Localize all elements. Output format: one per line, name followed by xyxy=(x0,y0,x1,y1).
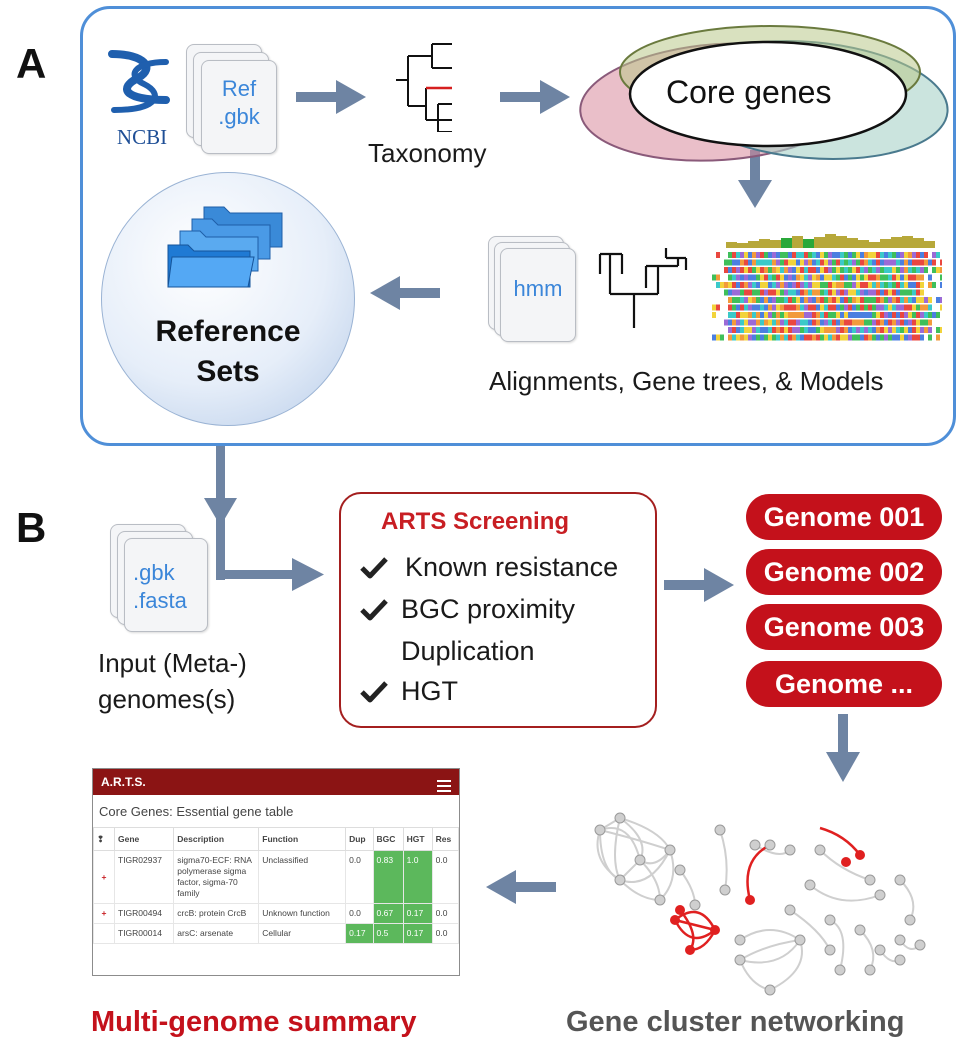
reference-sets-sphere: Reference Sets xyxy=(101,172,355,426)
cell-description: arsC: arsenate xyxy=(173,923,260,944)
genome-pill: Genome 002 xyxy=(746,549,942,595)
arts-app-header: A.R.T.S. xyxy=(93,769,459,795)
ncbi-helix-icon xyxy=(108,50,170,113)
table-row[interactable]: + TIGR02937 sigma70-ECF: RNA polymerase … xyxy=(93,850,459,904)
genome-pill: Genome ... xyxy=(746,661,942,707)
ref-doc-line-1: Ref xyxy=(221,76,257,101)
ncbi-logo: NCBI xyxy=(104,48,180,149)
cell-res: 0.0 xyxy=(431,923,459,944)
hmm-doc-front: hmm xyxy=(500,248,576,342)
expand-row-icon[interactable]: + xyxy=(93,850,115,904)
col-bgc[interactable]: BGC xyxy=(372,827,404,851)
arrow-alignments-to-reference xyxy=(370,276,440,310)
taxonomy-label: Taxonomy xyxy=(368,138,487,168)
cell-bgc: 0.5 xyxy=(372,923,404,944)
cell-gene: TIGR00494 xyxy=(113,903,175,924)
arts-screening-title: ARTS Screening xyxy=(381,508,570,535)
arts-app-title: A.R.T.S. xyxy=(101,775,146,789)
arts-web-screenshot: A.R.T.S. Core Genes: Essential gene tabl… xyxy=(92,768,460,976)
ref-doc-front: Ref .gbk xyxy=(201,60,277,154)
arts-item-hgt: HGT xyxy=(401,676,458,706)
table-row[interactable]: + TIGR00494 crcB: protein CrcB Unknown f… xyxy=(93,903,459,924)
cell-res: 0.0 xyxy=(431,850,459,904)
ncbi-label: NCBI xyxy=(116,125,168,149)
cell-hgt: 1.0 xyxy=(402,850,433,904)
col-info: ❢ xyxy=(93,827,115,851)
arts-item-known-resistance: Known resistance xyxy=(405,552,619,582)
gene-cluster-networking-label: Gene cluster networking xyxy=(566,1006,905,1038)
check-icon xyxy=(360,599,388,621)
panel-a-frame xyxy=(80,6,956,446)
genome-pill: Genome 003 xyxy=(746,604,942,650)
cell-bgc: 0.83 xyxy=(372,850,404,904)
core-genes-venn xyxy=(579,25,949,162)
arts-item-bgc-proximity: BGC proximity xyxy=(401,594,576,624)
gene-tree-icon xyxy=(598,248,688,328)
arrow-reference-to-arts xyxy=(204,446,324,591)
expand-row-icon[interactable]: + xyxy=(93,903,115,924)
check-icon xyxy=(360,681,388,703)
col-hgt[interactable]: HGT xyxy=(402,827,433,851)
col-function[interactable]: Function xyxy=(258,827,347,851)
cell-description: crcB: protein CrcB xyxy=(173,903,260,924)
cell-hgt: 0.17 xyxy=(402,923,433,944)
core-genes-table-title: Core Genes: Essential gene table xyxy=(99,804,294,819)
arrow-ref-to-taxonomy xyxy=(296,80,366,114)
core-genes-label: Core genes xyxy=(666,74,832,110)
arrow-taxonomy-to-core xyxy=(500,80,570,114)
hamburger-menu-icon[interactable] xyxy=(437,775,451,792)
info-icon: ❢ xyxy=(97,833,105,844)
hmm-doc-label: hmm xyxy=(513,276,563,301)
input-doc-front: .gbk .fasta xyxy=(124,538,208,632)
cell-function: Cellular xyxy=(258,923,347,944)
cell-dup: 0.0 xyxy=(345,850,374,904)
ref-doc-line-2: .gbk xyxy=(218,104,260,129)
genome-pill: Genome 001 xyxy=(746,494,942,540)
input-doc-line-2: .fasta xyxy=(133,588,187,613)
cell-dup: 0.0 xyxy=(345,903,374,924)
cell-gene: TIGR02937 xyxy=(113,850,175,904)
arrow-network-to-summary xyxy=(486,870,556,904)
alignments-label: Alignments, Gene trees, & Models xyxy=(489,366,884,396)
table-row[interactable]: TIGR00014 arsC: arsenate Cellular 0.17 0… xyxy=(93,923,459,944)
cell-res: 0.0 xyxy=(431,903,459,924)
input-label-line-2: genomes(s) xyxy=(98,684,236,714)
sequence-alignment-icon xyxy=(712,234,942,341)
input-doc-line-1: .gbk xyxy=(133,560,175,585)
col-gene[interactable]: Gene xyxy=(113,827,175,851)
panel-a-letter: A xyxy=(16,40,47,87)
arrow-core-to-alignments xyxy=(738,150,772,208)
col-res[interactable]: Res xyxy=(431,827,459,851)
cell-hgt: 0.17 xyxy=(402,903,433,924)
arts-item-duplication: Duplication xyxy=(401,636,535,666)
taxonomy-tree-icon xyxy=(396,43,452,132)
cell-description: sigma70-ECF: RNA polymerase sigma factor… xyxy=(173,850,260,904)
cell-gene: TIGR00014 xyxy=(113,923,175,944)
cell-function: Unclassified xyxy=(258,850,347,904)
col-dup[interactable]: Dup xyxy=(345,827,374,851)
folders-icon xyxy=(167,206,283,288)
col-description[interactable]: Description xyxy=(173,827,260,851)
row-spacer xyxy=(93,923,115,944)
arrow-genomes-to-network xyxy=(826,714,860,782)
check-icon xyxy=(360,557,388,579)
core-genes-table: ❢ Gene Description Function Dup BGC HGT … xyxy=(93,827,459,944)
reference-sets-line-2: Sets xyxy=(196,355,260,388)
multi-genome-summary-label: Multi-genome summary xyxy=(91,1006,417,1038)
input-label-line-1: Input (Meta-) xyxy=(98,648,247,678)
panel-b-letter: B xyxy=(16,504,47,551)
cell-bgc: 0.67 xyxy=(372,903,404,924)
cell-dup: 0.17 xyxy=(345,923,374,944)
arrow-arts-to-genomes xyxy=(664,568,734,602)
arts-screening-box: ARTS Screening Known resistance BGC prox… xyxy=(339,492,657,728)
reference-sets-line-1: Reference xyxy=(155,315,301,348)
gene-cluster-network xyxy=(594,812,926,996)
cell-function: Unknown function xyxy=(258,903,347,924)
